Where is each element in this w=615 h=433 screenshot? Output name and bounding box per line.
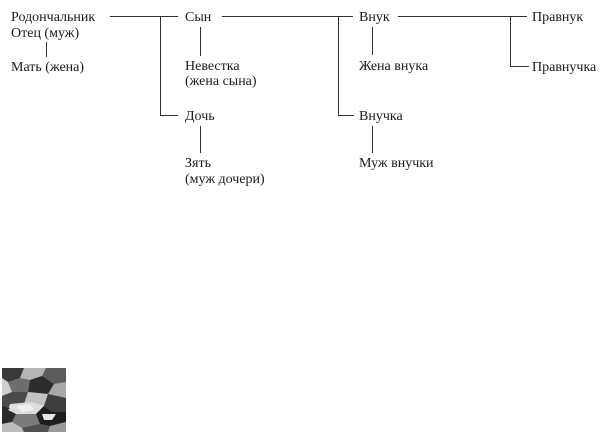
node-great-granddaughter: Правнучка (532, 60, 597, 75)
node-son: Сын (185, 10, 212, 25)
node-daughter-in-law: Невестка (185, 59, 240, 74)
node-daughter-in-law-note: (жена сына) (185, 74, 257, 89)
node-granddaughter-husband: Муж внучки (359, 156, 434, 171)
node-mother: Мать (жена) (11, 60, 84, 75)
node-son-in-law: Зять (185, 156, 211, 171)
node-son-in-law-note: (муж дочери) (185, 172, 265, 187)
node-granddaughter: Внучка (359, 109, 403, 124)
node-grandson: Внук (359, 10, 390, 25)
node-grandson-wife: Жена внука (359, 59, 429, 74)
node-daughter: Дочь (185, 109, 215, 124)
node-great-grandson: Правнук (532, 10, 583, 25)
node-father: Отец (муж) (11, 26, 79, 41)
connectors (46, 16, 529, 153)
node-labels: Родончальник Отец (муж) Мать (жена) Сын … (11, 10, 597, 187)
node-founder: Родончальник (11, 10, 95, 25)
photo-thumbnail (2, 368, 66, 432)
